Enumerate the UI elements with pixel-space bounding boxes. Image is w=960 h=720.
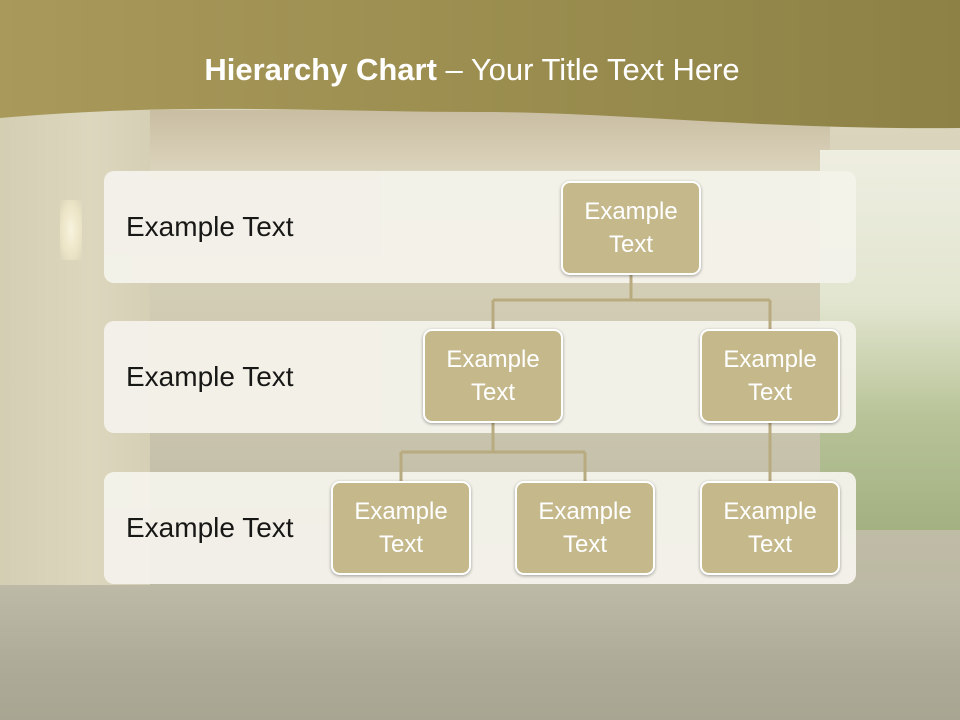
node-grandchild-2[interactable]: Example Text — [515, 481, 655, 575]
title-bold: Hierarchy Chart — [204, 52, 437, 87]
header-banner: Hierarchy Chart – Your Title Text Here — [0, 0, 960, 140]
header-wave — [0, 0, 960, 129]
node-grandchild-3[interactable]: Example Text — [700, 481, 840, 575]
node-grandchild-3-label: Example Text — [723, 498, 817, 558]
level-band-1: Example Text — [104, 171, 856, 283]
node-grandchild-2-label: Example Text — [538, 498, 632, 558]
background-floor — [0, 585, 960, 720]
page-title: Hierarchy Chart – Your Title Text Here — [0, 52, 944, 88]
node-root-label: Example Text — [584, 198, 678, 258]
node-root[interactable]: Example Text — [561, 181, 701, 275]
node-child-left[interactable]: Example Text — [423, 329, 563, 423]
node-grandchild-1[interactable]: Example Text — [331, 481, 471, 575]
level-label-3: Example Text — [126, 512, 294, 543]
node-child-right[interactable]: Example Text — [700, 329, 840, 423]
background-lamp — [60, 200, 82, 260]
node-child-right-label: Example Text — [723, 346, 817, 406]
node-child-left-label: Example Text — [446, 346, 540, 406]
node-grandchild-1-label: Example Text — [354, 498, 448, 558]
title-rest: – Your Title Text Here — [436, 52, 740, 87]
level-label-1: Example Text — [126, 211, 294, 242]
level-label-2: Example Text — [126, 361, 294, 392]
